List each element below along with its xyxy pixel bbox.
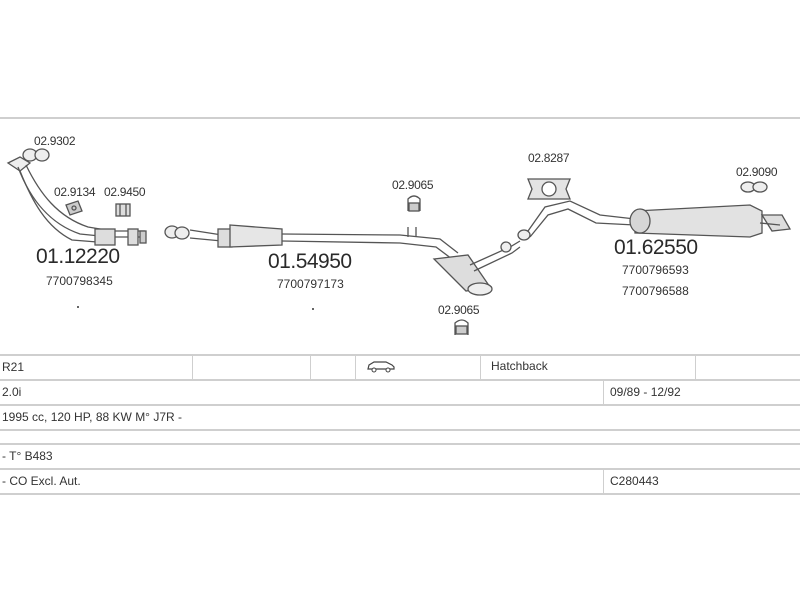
rear-pipe-drawing — [517, 200, 792, 241]
table-row: - CO Excl. Aut. C280443 — [0, 470, 800, 495]
hanger-02-9065-lower-drawing — [454, 319, 469, 335]
ref-02-9065-upper: 02.9065 — [392, 178, 434, 192]
ref-02-9134: 02.9134 — [54, 185, 96, 199]
table-spacer — [0, 431, 800, 445]
clamp-02-9450-drawing — [115, 203, 131, 217]
ref-02-9065-lower: 02.9065 — [438, 303, 480, 317]
ref-01-62550: 01.62550 — [614, 236, 698, 259]
oem-7700797173: 7700797173 — [277, 277, 344, 291]
specs-cell: 1995 cc, 120 HP, 88 KW M° J7R - — [2, 410, 182, 424]
body-type-cell: Hatchback — [491, 359, 548, 373]
vehicle-info-table: R21 Hatchback 2.0i 09/89 - 12/92 1995 cc… — [0, 354, 800, 495]
table-row: R21 Hatchback — [0, 354, 800, 381]
oem-7700798345: 7700798345 — [46, 274, 113, 288]
oem-7700796593: 7700796593 — [622, 263, 689, 277]
table-row: 2.0i 09/89 - 12/92 — [0, 381, 800, 406]
model-cell: R21 — [2, 360, 25, 374]
top-divider — [0, 117, 800, 119]
clamp-02-9302-drawing — [22, 148, 50, 162]
mount-02-8287-drawing — [527, 178, 571, 200]
table-row: 1995 cc, 120 HP, 88 KW M° J7R - — [0, 406, 800, 431]
marker-dot — [77, 306, 79, 308]
years-cell: 09/89 - 12/92 — [610, 385, 681, 399]
exhaust-diagram: 02.9302 02.9134 02.9450 01.12220 7700798… — [0, 119, 800, 354]
clamp-02-9090-drawing — [740, 181, 768, 193]
type-code-cell: - T° B483 — [2, 449, 53, 463]
table-row: - T° B483 — [0, 445, 800, 470]
code-cell: C280443 — [610, 474, 659, 488]
ref-01-12220: 01.12220 — [36, 245, 120, 268]
gasket-02-9134-drawing — [65, 200, 83, 216]
ref-02-8287: 02.8287 — [528, 151, 570, 165]
hanger-02-9065-drawing — [407, 195, 421, 212]
front-pipe-drawing — [6, 156, 147, 246]
engine-cell: 2.0i — [2, 385, 22, 399]
oem-7700796588: 7700796588 — [622, 284, 689, 298]
ref-01-54950: 01.54950 — [268, 250, 352, 273]
ref-02-9090: 02.9090 — [736, 165, 778, 179]
ref-02-9302: 02.9302 — [34, 134, 76, 148]
co-cell: - CO Excl. Aut. — [2, 474, 81, 488]
marker-dot — [312, 308, 314, 310]
middle-pipe-drawing — [164, 224, 521, 296]
car-icon — [366, 359, 396, 376]
exhaust-drawing — [6, 148, 792, 335]
ref-02-9450: 02.9450 — [104, 185, 146, 199]
